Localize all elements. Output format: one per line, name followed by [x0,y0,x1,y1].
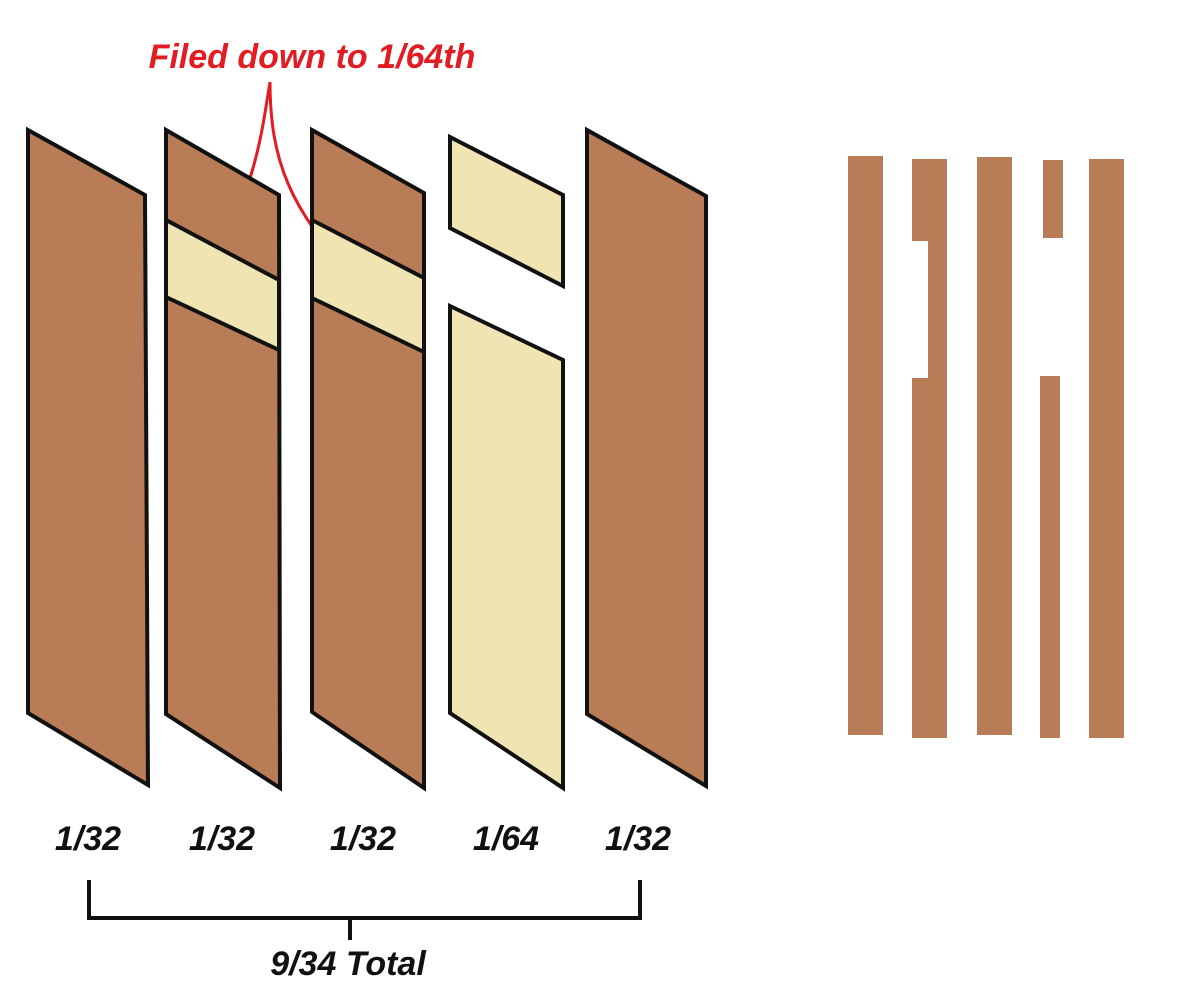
annotation-text: Filed down to 1/64th [149,38,476,76]
layer-5-panel [585,126,708,790]
cross-section-layer-3 [977,157,1012,735]
cross-section-layer-1 [848,156,883,735]
layer-3-filed-band [310,216,426,356]
cross-section-layer-2 [912,159,947,738]
layer-2-panel [164,126,283,792]
total-bracket [87,880,642,940]
layer-4-bottom-piece [448,302,565,792]
layer-2-filed-band [164,216,281,354]
layer-4-label: 1/64 [473,820,539,858]
cross-section-layer-5 [1089,159,1124,738]
cross-section-layer-4-bottom [1040,376,1060,738]
layer-4-top-piece [448,133,565,290]
layer-3-panel [310,126,426,792]
layer-4-panel [448,133,565,792]
layer-5-label: 1/32 [605,820,671,858]
layer-1-panel [26,126,151,789]
layer-1-label: 1/32 [55,820,121,858]
cross-section-layer-4-top [1043,160,1063,238]
layer-2-label: 1/32 [189,820,255,858]
total-label: 9/34 Total [270,945,427,983]
cross-section [848,156,1124,738]
layer-3-label: 1/32 [330,820,396,858]
